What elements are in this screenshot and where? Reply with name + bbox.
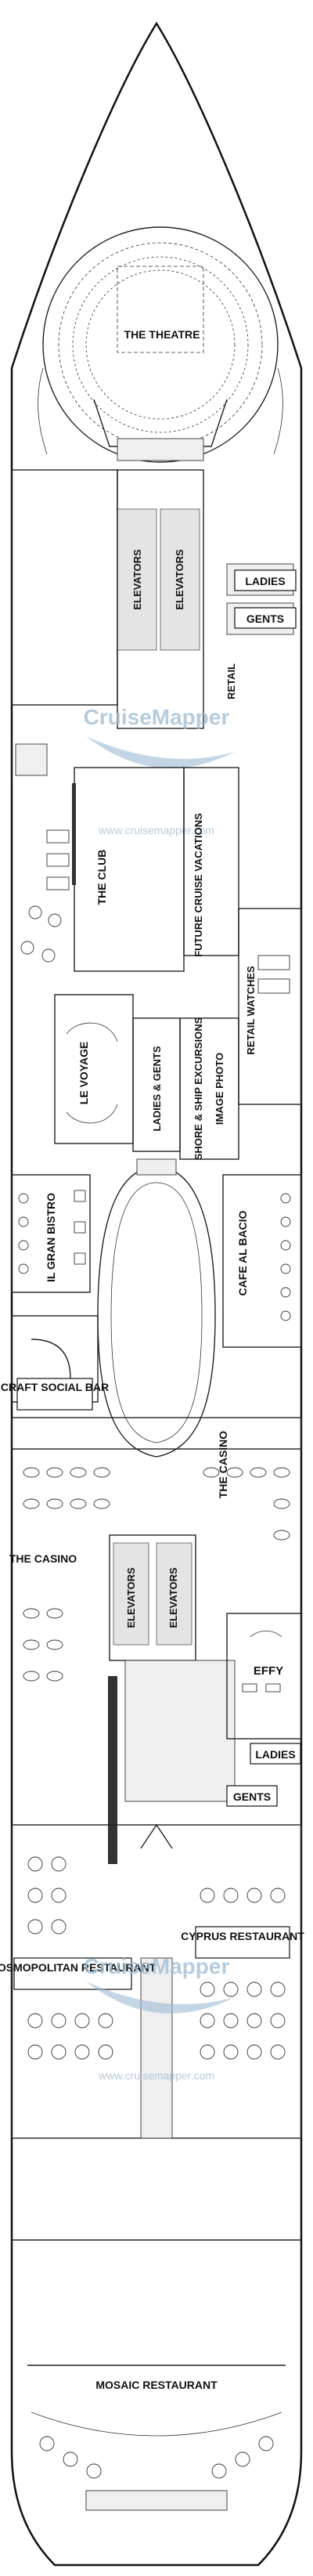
cyprus-restaurant-box: CYPRUS RESTAURANT [181,1926,304,1959]
gents-fwd-label: GENTS [246,612,284,625]
ladies-gents-label: LADIES & GENTS [151,1046,163,1131]
shore-excursions-label: SHORE & SHIP EXCURSIONS [192,1017,204,1160]
elevators-fwd-2-label: ELEVATORS [174,549,185,610]
atrium [97,1158,216,1458]
il-gran-bistro-area [11,1174,91,1293]
watermark-site-top: www.cruisemapper.com [98,824,214,836]
casino-left-label-text: THE CASINO [9,1552,77,1565]
gents-fwd-box: GENTS [234,607,297,629]
cosmopolitan-restaurant-label: COSMOPOLITAN RESTAURANT [0,1961,156,1974]
watermark-brand-bottom: CruiseMapper [84,1954,230,1978]
retail-watches-area [238,908,302,1105]
cosmopolitan-restaurant-box: COSMOPOLITAN RESTAURANT [0,1957,156,1990]
casino-left-label: THE CASINO [9,1552,77,1565]
midship-elevators [108,1534,236,1864]
cafe-al-bacio-area [222,1174,302,1348]
elevators-mid-1-label: ELEVATORS [125,1567,137,1628]
casino-right-label: THE CASINO [217,1431,229,1498]
mosaic-restaurant-label-text: MOSAIC RESTAURANT [95,2379,218,2391]
mid-forward-block [54,994,239,1160]
retail-watches-label: RETAIL WATCHES [245,966,257,1055]
aft-restaurants [11,1823,302,2139]
ladies-aft-label: LADIES [255,1748,295,1761]
ladies-fwd-label: LADIES [245,575,285,587]
effy-area [226,1613,302,1740]
gents-aft-box: GENTS [226,1785,278,1807]
craft-social-bar-label-box: CRAFT SOCIAL BAR [1,1378,109,1411]
casino-area [11,1417,302,1682]
club-area [20,767,239,972]
retail-fwd-label: RETAIL [225,663,237,699]
il-gran-bistro-label: IL GRAN BISTRO [45,1193,57,1282]
effy-label: EFFY [254,1664,283,1678]
ship-hull [10,21,303,2567]
watermark-site-bottom: www.cruisemapper.com [98,2069,214,2082]
watermark-ship-bottom [86,1982,235,2014]
elevators-mid-2-label: ELEVATORS [167,1567,179,1628]
future-cruise-label: FUTURE CRUISE VACATIONS [192,813,204,957]
gents-aft-label: GENTS [233,1790,271,1803]
future-cruise-label-text: FUTURE CRUISE VACATIONS [192,813,204,957]
cyprus-restaurant-label: CYPRUS RESTAURANT [181,1930,304,1942]
craft-social-bar-label: CRAFT SOCIAL BAR [1,1381,109,1393]
le-voyage-label: LE VOYAGE [77,1042,90,1104]
the-club-label: THE CLUB [95,850,108,905]
watermark-ship-top [86,736,235,768]
ladies-aft-box: LADIES [250,1743,301,1765]
aft-area [12,2239,301,2511]
elevators-fwd-1-label: ELEVATORS [131,549,143,610]
image-photo-label: IMAGE PHOTO [214,1053,225,1125]
theatre-label: THE THEATRE [124,328,200,341]
mosaic-restaurant-label: MOSAIC RESTAURANT [95,2379,218,2391]
theatre-area [38,226,283,463]
watermark-brand-top: CruiseMapper [84,705,230,729]
cafe-al-bacio-label: CAFE AL BACIO [236,1210,249,1295]
ladies-fwd-box: LADIES [234,569,297,591]
theatre-label-line-1: THE THEATRE [124,328,200,341]
